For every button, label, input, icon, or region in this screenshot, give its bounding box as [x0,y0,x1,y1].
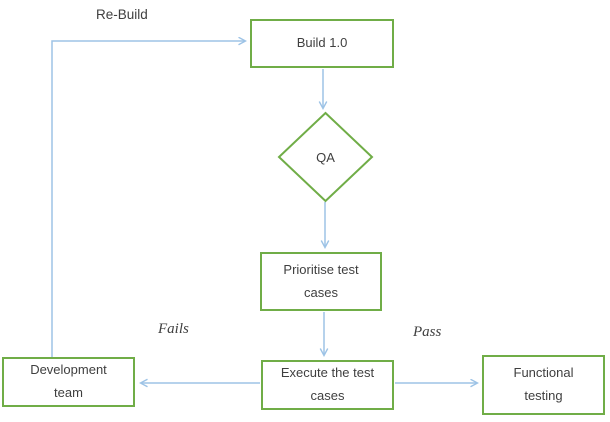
node-prioritise: Prioritise test cases [260,252,382,311]
node-functional-line1: Functional [513,365,574,381]
edge-label-pass: Pass [413,324,442,340]
node-execute-line1: Execute the test [280,365,375,381]
node-qa-label: QA [316,149,335,165]
node-development-line1: Development [30,362,107,378]
node-execute-line2: cases [310,388,345,403]
node-functional-line2: testing [524,388,563,403]
node-prioritise-line1: Prioritise test [283,261,359,277]
node-functional-testing: Functional testing [482,355,605,415]
node-development-team: Development team [2,357,135,407]
node-execute: Execute the test cases [261,360,394,410]
node-build: Build 1.0 [250,19,394,68]
node-prioritise-line2: cases [304,284,338,300]
qa-diamond [277,111,374,203]
node-development-line2: team [54,385,83,400]
edge-rebuild [51,41,245,357]
edge-label-fails: Fails [158,321,189,337]
edge-label-rebuild: Re-Build [96,7,148,22]
node-build-label: Build 1.0 [296,35,348,51]
